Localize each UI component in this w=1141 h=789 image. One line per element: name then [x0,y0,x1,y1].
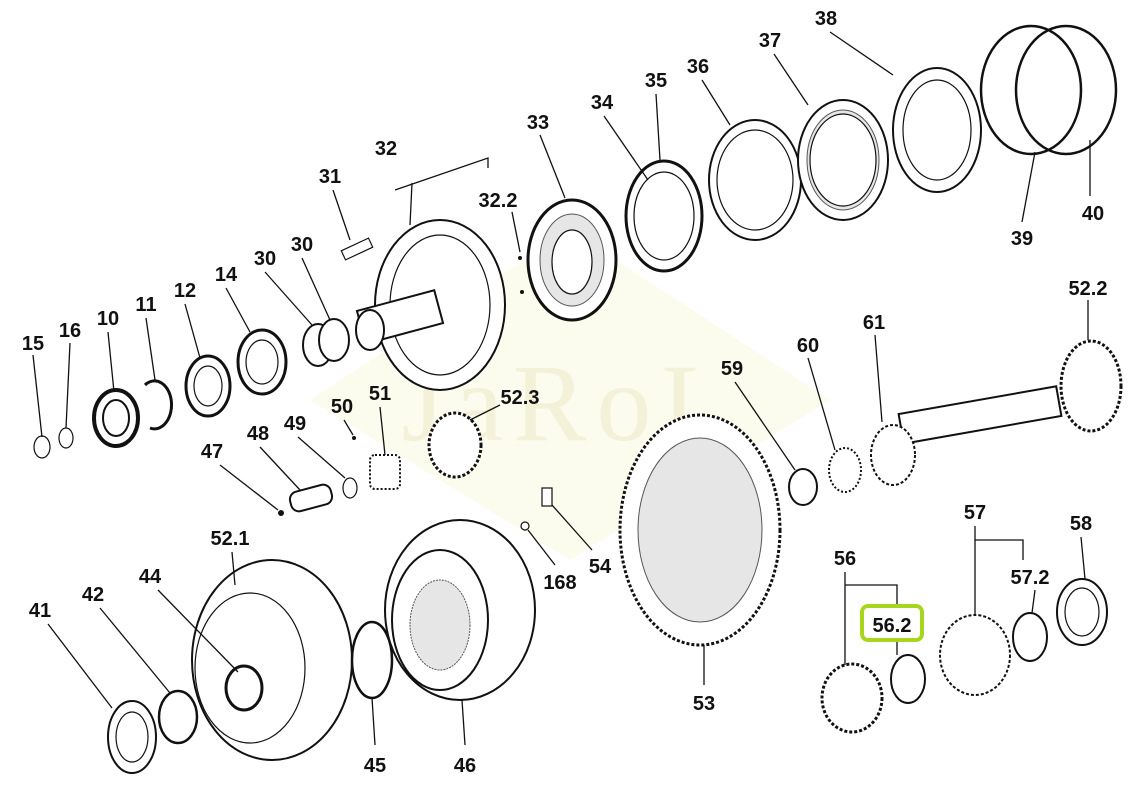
callout-37[interactable]: 37 [759,30,781,52]
callout-48[interactable]: 48 [247,423,269,445]
callout-168[interactable]: 168 [543,572,576,594]
callout-41[interactable]: 41 [29,600,51,622]
callout-33[interactable]: 33 [527,112,549,134]
callout-45[interactable]: 45 [364,755,386,777]
callout-38[interactable]: 38 [815,8,837,30]
callout-54[interactable]: 54 [589,556,612,578]
callout-57[interactable]: 57 [964,502,986,524]
callout-30b[interactable]: 30 [291,234,313,256]
callout-52-1[interactable]: 52.1 [211,528,250,550]
callout-16[interactable]: 16 [59,320,81,342]
callout-39[interactable]: 39 [1011,228,1033,250]
callout-14[interactable]: 14 [215,264,238,286]
callout-15[interactable]: 15 [22,333,44,355]
callout-52-3[interactable]: 52.3 [501,387,540,409]
callout-51[interactable]: 51 [369,383,391,405]
leader-lines [32,31,1091,746]
parts [33,24,1123,774]
callout-42[interactable]: 42 [82,584,104,606]
callout-labels: 15 16 10 11 12 14 30 30 31 32 32.2 33 34… [22,8,1108,777]
callout-49[interactable]: 49 [284,413,306,435]
callout-40[interactable]: 40 [1082,203,1104,225]
callout-50[interactable]: 50 [331,396,353,418]
callout-53[interactable]: 53 [693,693,715,715]
callout-56-2[interactable]: 56.2 [873,615,912,637]
highlight-box [860,604,924,642]
callout-32-2[interactable]: 32.2 [479,190,518,212]
callout-61[interactable]: 61 [863,312,885,334]
callout-36[interactable]: 36 [687,56,709,78]
callout-32[interactable]: 32 [375,138,397,160]
callout-12[interactable]: 12 [174,280,196,302]
callout-59[interactable]: 59 [721,358,743,380]
callout-31[interactable]: 31 [319,166,341,188]
callout-60[interactable]: 60 [797,335,819,357]
callout-46[interactable]: 46 [454,755,476,777]
callout-34[interactable]: 34 [591,92,614,114]
callout-56[interactable]: 56 [834,548,856,570]
callout-52-2[interactable]: 52.2 [1069,278,1108,300]
callout-10[interactable]: 10 [97,308,119,330]
callout-47[interactable]: 47 [201,441,223,463]
callout-44[interactable]: 44 [139,566,162,588]
callout-58[interactable]: 58 [1070,513,1092,535]
callout-57-2[interactable]: 57.2 [1011,567,1050,589]
callout-30a[interactable]: 30 [254,248,276,270]
callout-35[interactable]: 35 [645,70,667,92]
callout-11[interactable]: 11 [135,294,156,316]
